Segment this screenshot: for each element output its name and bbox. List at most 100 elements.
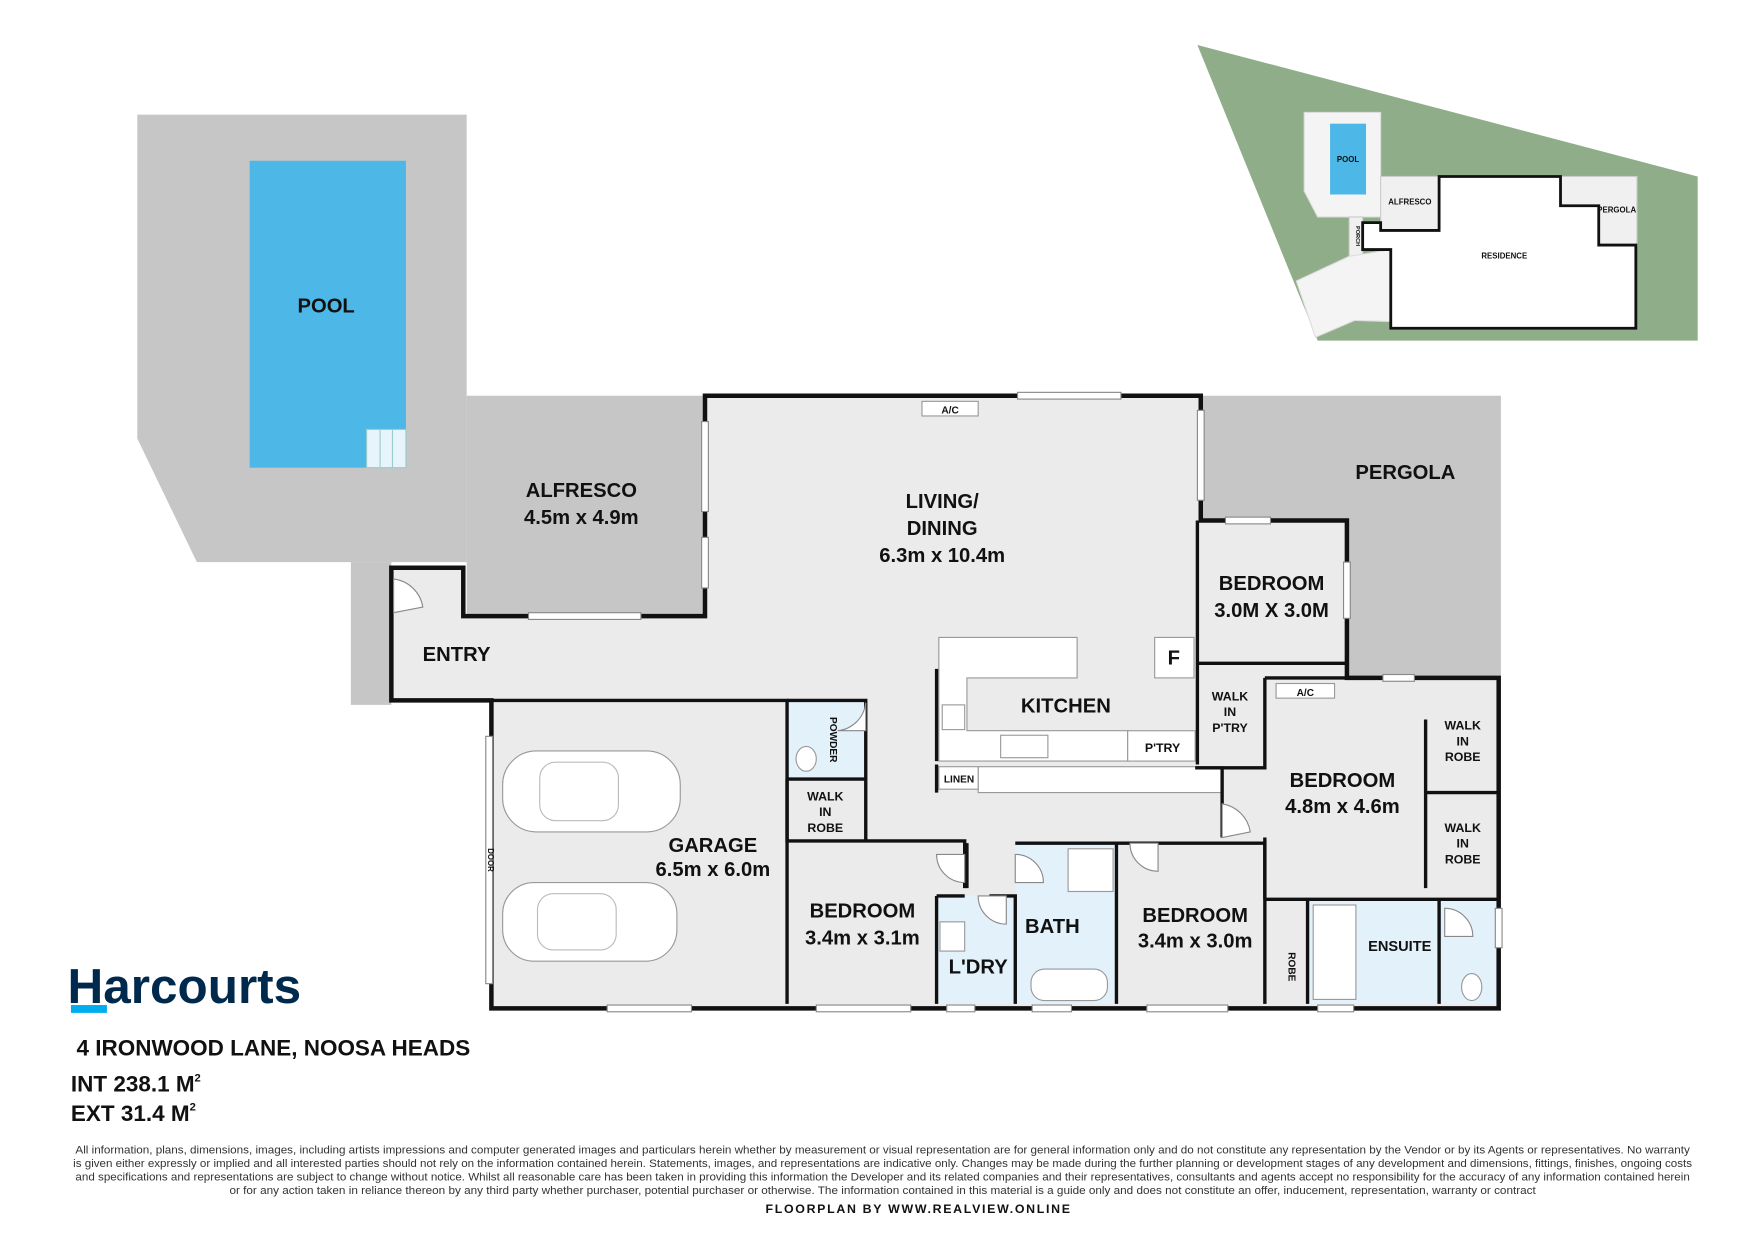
kitchen-joinery: F P'TRY LINEN A/C A/C [795, 400, 1483, 1002]
disclaimer-line: or for any action taken in reliance ther… [229, 1185, 1535, 1197]
cooktop-icon [941, 704, 966, 731]
window [1342, 561, 1351, 619]
bedroom4-label: BEDROOM [1142, 905, 1248, 927]
disclaimer-line: and specifications and representations a… [75, 1171, 1689, 1183]
master-door[interactable] [1221, 803, 1251, 839]
entry-door[interactable] [393, 578, 424, 614]
pergola-label: PERGOLA [1355, 462, 1455, 484]
linen-cupboard [938, 766, 979, 790]
master-bedroom-size: 4.8m x 4.6m [1285, 796, 1400, 818]
garage-cars [502, 750, 681, 962]
window [815, 1004, 912, 1013]
robe-label: ROBE [1285, 952, 1296, 981]
window [1016, 391, 1122, 400]
powder-door[interactable] [837, 702, 867, 732]
toilet-door[interactable] [1444, 907, 1474, 938]
walk-in-pantry-label: IN [1224, 705, 1236, 719]
pool-label: POOL [297, 296, 354, 318]
pool-steps [366, 428, 407, 469]
shower-icon [1067, 848, 1114, 893]
ac-label-master: A/C [1297, 688, 1315, 699]
porch [350, 562, 392, 705]
openings: DOOR [393, 391, 1503, 1013]
external-area: EXT 31.4 M2 [71, 1101, 196, 1126]
sink-icon [1000, 734, 1049, 759]
site-pool [1330, 123, 1367, 195]
walk-in-robe-label: ROBE [807, 821, 843, 835]
hall-cupboard [977, 766, 1223, 794]
pool [249, 160, 406, 468]
unit-superscript: 2 [190, 1102, 196, 1114]
window [1382, 673, 1415, 682]
window [1494, 907, 1503, 949]
window [1317, 1004, 1355, 1013]
car-icon [502, 881, 678, 962]
garage-door-label: DOOR [486, 848, 495, 872]
car-icon [502, 750, 681, 833]
master-bedroom-label: BEDROOM [1290, 770, 1396, 792]
unit-superscript: 2 [195, 1072, 201, 1084]
walk-in-pantry-label: WALK [1212, 689, 1248, 703]
ensuite-shower-icon [1312, 904, 1357, 1000]
site-pool-label: POOL [1337, 155, 1359, 164]
bedroom3-door[interactable] [936, 853, 966, 884]
harcourts-logo-text: Harcourts [68, 959, 302, 1014]
window [1224, 516, 1272, 525]
internal-area: INT 238.1 M2 [71, 1072, 201, 1097]
garage-label: GARAGE [668, 835, 757, 857]
master-wir-label: IN [1457, 837, 1469, 851]
bedroom3-size: 3.4m x 3.1m [805, 927, 920, 949]
sliding-door [701, 536, 709, 589]
site-residence [1361, 175, 1638, 330]
living-size: 6.3m x 10.4m [879, 545, 1005, 567]
toilet-icon [1461, 973, 1483, 1002]
walk-in-robe-label: WALK [807, 789, 843, 803]
ac-unit-master [1275, 682, 1336, 699]
master-wir-label: WALK [1445, 719, 1481, 733]
master-wir-label: ROBE [1445, 750, 1481, 764]
walk-in-pantry-label: P'TRY [1212, 721, 1248, 735]
site-alfresco-label: ALFRESCO [1388, 198, 1431, 207]
alfresco-label: ALFRESCO [526, 480, 637, 502]
floorplan-credit: FLOORPLAN BY WWW.REALVIEW.ONLINE [766, 1202, 1072, 1216]
ac-unit-living [921, 400, 979, 417]
walk-in-robe-label: IN [819, 805, 831, 819]
pantry [1127, 730, 1196, 762]
fridge-label: F [1168, 647, 1180, 669]
window [527, 612, 642, 620]
bathtub-icon [1030, 968, 1109, 1002]
window [1196, 409, 1205, 501]
external-area-value: EXT 31.4 M [71, 1101, 190, 1126]
master-wir-label: IN [1457, 734, 1469, 748]
fridge-space [1154, 636, 1195, 679]
alfresco-size: 4.5m x 4.9m [524, 507, 639, 529]
bedroom4-door[interactable] [1129, 842, 1159, 872]
interior-walls [491, 520, 1499, 1004]
kitchen-label: KITCHEN [1021, 696, 1111, 718]
garage-door [485, 735, 494, 985]
bedroom4-size: 3.4m x 3.0m [1138, 931, 1253, 953]
master-wir-label: ROBE [1445, 852, 1481, 866]
laundry-label: L'DRY [949, 957, 1009, 979]
laundry-tub-icon [939, 921, 966, 952]
disclaimer: All information, plans, dimensions, imag… [73, 1144, 1692, 1196]
linen-label: LINEN [944, 774, 974, 785]
kitchen-bench [938, 636, 1129, 762]
bath-door[interactable] [1014, 853, 1044, 884]
alfresco [466, 395, 705, 617]
powder-label: POWDER [827, 717, 838, 763]
site-plan-inset: POOL ALFRESCO PORCH PERGOLA RESIDENCE [1197, 44, 1698, 341]
ac-label-living: A/C [941, 406, 959, 417]
disclaimer-line: All information, plans, dimensions, imag… [75, 1144, 1690, 1156]
pantry-label: P'TRY [1145, 741, 1181, 755]
site-porch-label: PORCH [1354, 226, 1360, 246]
bedroom3-label: BEDROOM [810, 900, 916, 922]
bath-label: BATH [1025, 916, 1080, 938]
window [1031, 1004, 1073, 1013]
powder-toilet-icon [795, 745, 817, 772]
entry-label: ENTRY [423, 644, 491, 666]
laundry-door[interactable] [977, 895, 1007, 925]
property-address: 4 IRONWOOD LANE, NOOSA HEADS [77, 1036, 471, 1061]
bedroom2-size: 3.0M X 3.0M [1214, 600, 1329, 622]
